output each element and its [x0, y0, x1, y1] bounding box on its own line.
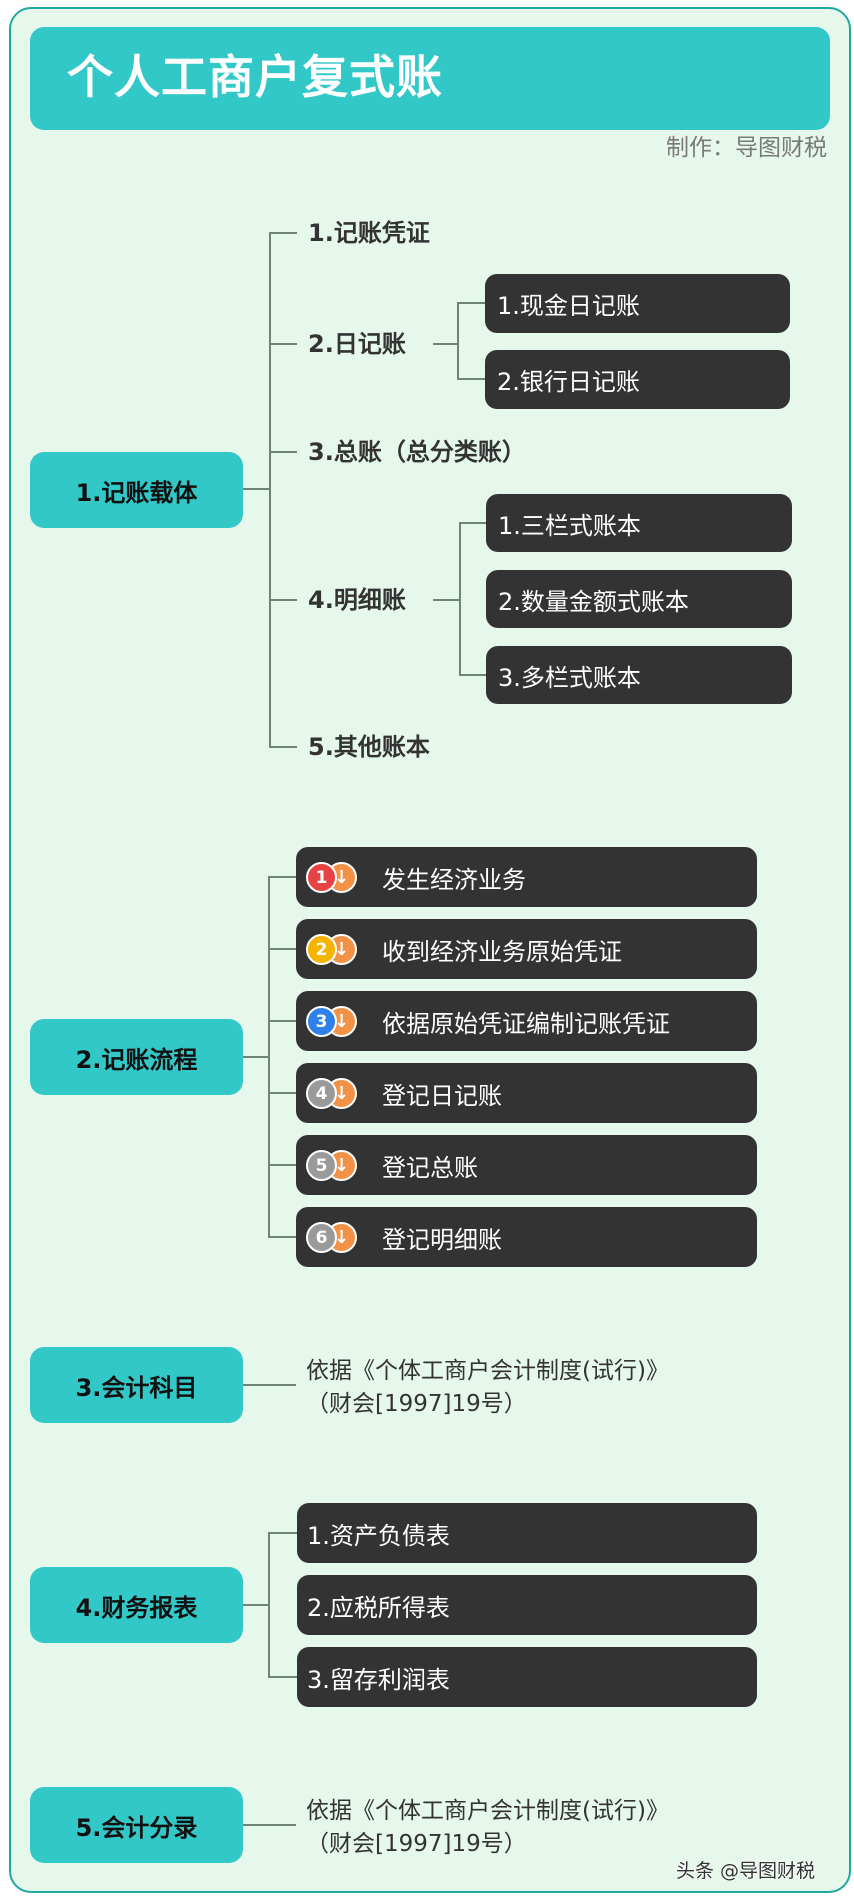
number-6-icon: 6	[306, 1222, 337, 1253]
connector	[433, 599, 460, 601]
note-line-1: 依据《个体工商户会计制度(试行)》	[306, 1358, 669, 1384]
step-badge: 3↓	[306, 1005, 366, 1037]
connector	[268, 948, 296, 950]
connector	[457, 302, 459, 380]
connector	[243, 1824, 296, 1826]
connector	[268, 876, 296, 878]
connector	[459, 522, 461, 676]
connector	[268, 1020, 296, 1022]
node-financial-statements[interactable]: 4.财务报表	[30, 1567, 243, 1643]
step-5[interactable]: 5↓ 登记总账	[296, 1135, 757, 1195]
connector	[268, 1676, 297, 1678]
connector-trunk	[269, 232, 271, 748]
watermark: 头条 @导图财税	[676, 1860, 816, 1882]
connector	[269, 343, 297, 345]
note-line-1: 依据《个体工商户会计制度(试行)》	[306, 1798, 669, 1824]
node-quantity-amount-ledger[interactable]: 2.数量金额式账本	[486, 570, 792, 628]
connector-trunk	[268, 1532, 270, 1678]
connector	[459, 522, 486, 524]
branch-voucher[interactable]: 1.记账凭证	[308, 219, 430, 247]
connector	[269, 599, 297, 601]
author-credit: 制作：导图财税	[666, 135, 827, 161]
number-5-icon: 5	[306, 1150, 337, 1181]
page-title: 个人工商户复式账	[67, 50, 443, 104]
step-text: 收到经济业务原始凭证	[382, 937, 622, 966]
step-badge: 5↓	[306, 1149, 366, 1181]
step-text: 登记总账	[382, 1153, 478, 1182]
node-bookkeeping-carrier[interactable]: 1.记账载体	[30, 452, 243, 528]
node-bookkeeping-process[interactable]: 2.记账流程	[30, 1019, 243, 1095]
node-balance-sheet[interactable]: 1.资产负债表	[297, 1503, 757, 1563]
node-retained-profit-statement[interactable]: 3.留存利润表	[297, 1647, 757, 1707]
number-2-icon: 2	[306, 934, 337, 965]
step-2[interactable]: 2↓ 收到经济业务原始凭证	[296, 919, 757, 979]
node-journal-entries[interactable]: 5.会计分录	[30, 1787, 243, 1863]
step-text: 发生经济业务	[382, 865, 526, 894]
node-multi-column-ledger[interactable]: 3.多栏式账本	[486, 646, 792, 704]
note-line-2: （财会[1997]19号）	[306, 1391, 527, 1417]
step-3[interactable]: 3↓ 依据原始凭证编制记账凭证	[296, 991, 757, 1051]
title-banner: 个人工商户复式账	[30, 27, 830, 130]
step-badge: 2↓	[306, 933, 366, 965]
branch-other-ledgers[interactable]: 5.其他账本	[308, 733, 430, 761]
step-badge: 6↓	[306, 1221, 366, 1253]
connector	[269, 746, 297, 748]
step-6[interactable]: 6↓ 登记明细账	[296, 1207, 757, 1267]
node-taxable-income-statement[interactable]: 2.应税所得表	[297, 1575, 757, 1635]
connector	[243, 1056, 269, 1058]
node-cash-journal[interactable]: 1.现金日记账	[485, 274, 790, 333]
connector	[269, 232, 297, 234]
connector	[433, 343, 458, 345]
connector	[268, 1164, 296, 1166]
step-1[interactable]: 1↓ 发生经济业务	[296, 847, 757, 907]
connector	[243, 1384, 296, 1386]
connector	[459, 674, 486, 676]
connector	[243, 488, 270, 490]
step-4[interactable]: 4↓ 登记日记账	[296, 1063, 757, 1123]
connector-trunk	[268, 876, 270, 1238]
connector	[269, 451, 297, 453]
step-badge: 4↓	[306, 1077, 366, 1109]
connector	[457, 302, 485, 304]
node-accounting-subjects[interactable]: 3.会计科目	[30, 1347, 243, 1423]
connector	[268, 1092, 296, 1094]
step-text: 登记明细账	[382, 1225, 502, 1254]
number-1-icon: 1	[306, 862, 337, 893]
node-bank-journal[interactable]: 2.银行日记账	[485, 350, 790, 409]
node-three-column-ledger[interactable]: 1.三栏式账本	[486, 494, 792, 552]
number-3-icon: 3	[306, 1006, 337, 1037]
step-text: 依据原始凭证编制记账凭证	[382, 1009, 670, 1038]
connector	[457, 378, 485, 380]
branch-general-ledger[interactable]: 3.总账（总分类账）	[308, 438, 526, 466]
step-text: 登记日记账	[382, 1081, 502, 1110]
connector	[243, 1604, 269, 1606]
branch-journal[interactable]: 2.日记账	[308, 330, 406, 358]
connector	[268, 1236, 296, 1238]
step-badge: 1↓	[306, 861, 366, 893]
note-line-2: （财会[1997]19号）	[306, 1831, 527, 1857]
connector	[268, 1532, 297, 1534]
number-4-icon: 4	[306, 1078, 337, 1109]
branch-subsidiary-ledger[interactable]: 4.明细账	[308, 586, 406, 614]
